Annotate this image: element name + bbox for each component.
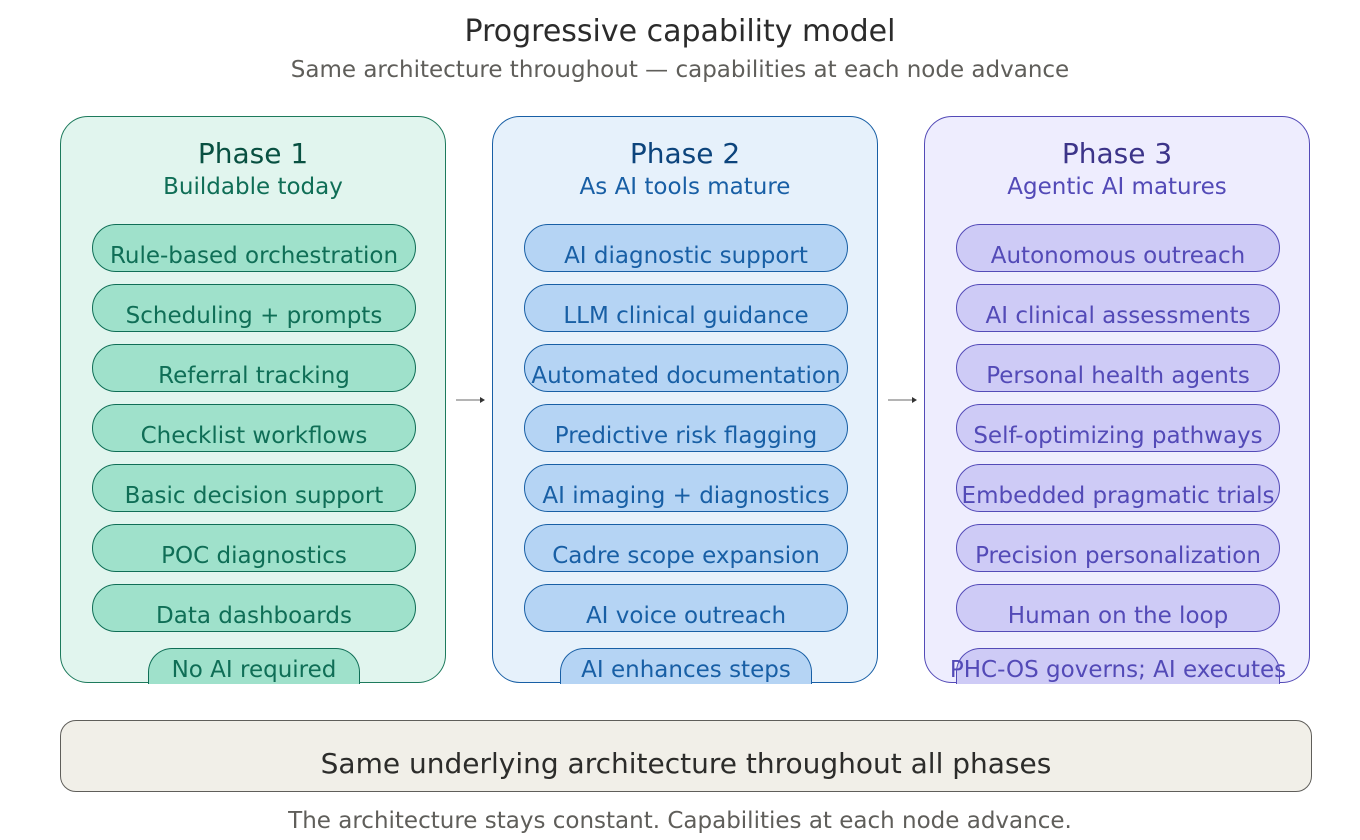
capability-pill: Autonomous outreach — [956, 224, 1280, 272]
capability-label: Data dashboards — [156, 603, 352, 629]
architecture-foundation-bar: Same underlying architecture throughout … — [60, 720, 1312, 792]
phase-title: Phase 3 — [1061, 137, 1173, 170]
capability-pill: Embedded pragmatic trials — [956, 464, 1280, 512]
phase-footnote: No AI required — [171, 657, 337, 683]
arrow-right-icon — [888, 394, 918, 406]
phase-footnote-pill: PHC-OS governs; AI executes — [950, 648, 1286, 684]
capability-pill: Scheduling + prompts — [92, 284, 416, 332]
capability-pill: Checklist workflows — [92, 404, 416, 452]
capability-label: POC diagnostics — [161, 543, 347, 569]
capability-pill: AI diagnostic support — [524, 224, 848, 272]
capability-label: AI voice outreach — [585, 603, 787, 629]
phase-2-panel: Phase 2 As AI tools mature AI diagnostic… — [492, 116, 878, 684]
phase-footnote: PHC-OS governs; AI executes — [949, 657, 1287, 683]
capability-pill: POC diagnostics — [92, 524, 416, 572]
capability-pill: Personal health agents — [956, 344, 1280, 392]
capability-label: AI diagnostic support — [564, 243, 808, 269]
phase-subtitle: As AI tools mature — [579, 174, 791, 200]
capability-pill: Automated documentation — [524, 344, 848, 392]
capability-label: LLM clinical guidance — [563, 303, 809, 329]
phase-subtitle: Buildable today — [163, 174, 343, 200]
capability-label: Basic decision support — [124, 483, 384, 509]
foundation-label: Same underlying architecture throughout … — [320, 747, 1052, 780]
capability-pill: Data dashboards — [92, 584, 416, 632]
capability-label: Autonomous outreach — [990, 243, 1246, 269]
capability-label: Human on the loop — [1007, 603, 1229, 629]
capability-label: Predictive risk flagging — [554, 423, 818, 449]
arrow-right-icon — [456, 394, 486, 406]
capability-pill: AI imaging + diagnostics — [524, 464, 848, 512]
capability-label: Self-optimizing pathways — [973, 423, 1263, 449]
phase-footnote-pill: AI enhances steps — [560, 648, 812, 684]
capability-label: Referral tracking — [158, 363, 350, 389]
capability-pill: Human on the loop — [956, 584, 1280, 632]
phase-title: Phase 2 — [629, 137, 741, 170]
capability-pill: Predictive risk flagging — [524, 404, 848, 452]
capability-pill: AI clinical assessments — [956, 284, 1280, 332]
phase-subtitle: Agentic AI matures — [1007, 174, 1227, 200]
phase-1-panel: Phase 1 Buildable today Rule-based orche… — [60, 116, 446, 684]
capability-label: AI imaging + diagnostics — [542, 483, 830, 509]
capability-pill: Referral tracking — [92, 344, 416, 392]
capability-pill: Cadre scope expansion — [524, 524, 848, 572]
capability-pill: LLM clinical guidance — [524, 284, 848, 332]
phase-title: Phase 1 — [197, 137, 309, 170]
capability-pill: Self-optimizing pathways — [956, 404, 1280, 452]
capability-pill: Precision personalization — [956, 524, 1280, 572]
capability-pill: Basic decision support — [92, 464, 416, 512]
capability-label: Embedded pragmatic trials — [961, 483, 1275, 509]
capability-label: Rule-based orchestration — [109, 243, 399, 269]
capability-label: Scheduling + prompts — [125, 303, 383, 329]
phase-footnote-pill: No AI required — [148, 648, 360, 684]
capability-label: Cadre scope expansion — [552, 543, 820, 569]
footer-caption: The architecture stays constant. Capabil… — [288, 808, 1072, 834]
capability-label: Precision personalization — [975, 543, 1261, 569]
diagram-title: Progressive capability model — [464, 14, 896, 49]
capability-label: Automated documentation — [531, 363, 841, 389]
phase-3-panel: Phase 3 Agentic AI matures Autonomous ou… — [924, 116, 1310, 684]
capability-pill: Rule-based orchestration — [92, 224, 416, 272]
phase-footnote: AI enhances steps — [581, 657, 791, 683]
capability-pill: AI voice outreach — [524, 584, 848, 632]
capability-label: AI clinical assessments — [985, 303, 1251, 329]
capability-label: Checklist workflows — [140, 423, 368, 449]
diagram-subtitle: Same architecture throughout — capabilit… — [290, 57, 1070, 83]
capability-label: Personal health agents — [986, 363, 1250, 389]
